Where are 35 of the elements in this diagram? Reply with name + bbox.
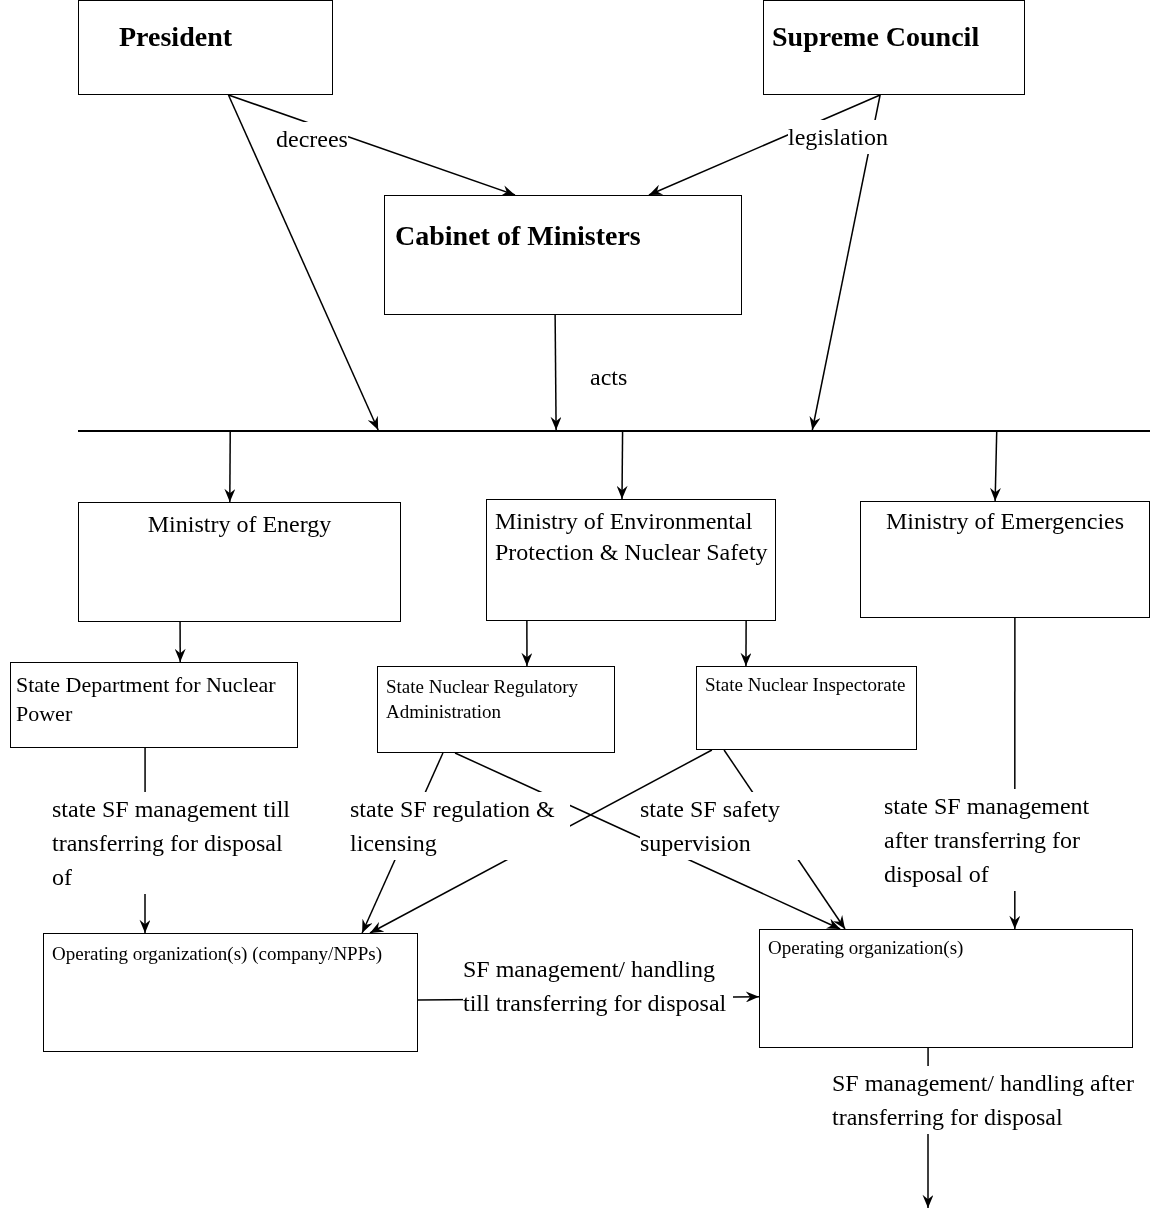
box-title: Ministry of Emergencies [884,507,1126,536]
org-box [43,933,418,1052]
arrow [174,621,186,663]
box-title: Ministry of Environmental Protection & Nuclear Safety [495,507,769,568]
box-title: Ministry of Energy [146,510,333,539]
box-title: President [119,20,234,54]
org-box [759,929,1133,1048]
arrow [616,431,628,500]
org-box [78,0,333,95]
bus-line [78,430,1150,432]
arrow [809,94,881,431]
org-box [860,501,1150,618]
arrow [550,314,562,431]
org-box [696,666,917,750]
edge-label: SF management/ handling after transferring for disposal [832,1066,1137,1134]
org-box [763,0,1025,95]
org-box [486,499,776,621]
org-box [10,662,298,748]
box-title: Operating organization(s) [768,936,965,960]
arrow [227,94,379,431]
edge-label: legislation [788,120,888,154]
box-title: State Nuclear Regulatory Administration [386,675,580,724]
org-box [384,195,742,315]
box-title: State Department for Nuclear Power [16,671,277,728]
arrow [989,431,1001,502]
box-title: Supreme Council [772,20,981,54]
edge-label: state SF regulation & licensing [350,792,570,860]
arrow [521,620,533,667]
org-box [78,502,401,622]
box-title: Operating organization(s) (company/NPPs) [52,942,383,966]
arrow [740,620,752,667]
box-title: Cabinet of Ministers [395,219,642,253]
box-title: State Nuclear Inspectorate [705,673,907,697]
org-box [377,666,615,753]
arrow [224,431,236,503]
